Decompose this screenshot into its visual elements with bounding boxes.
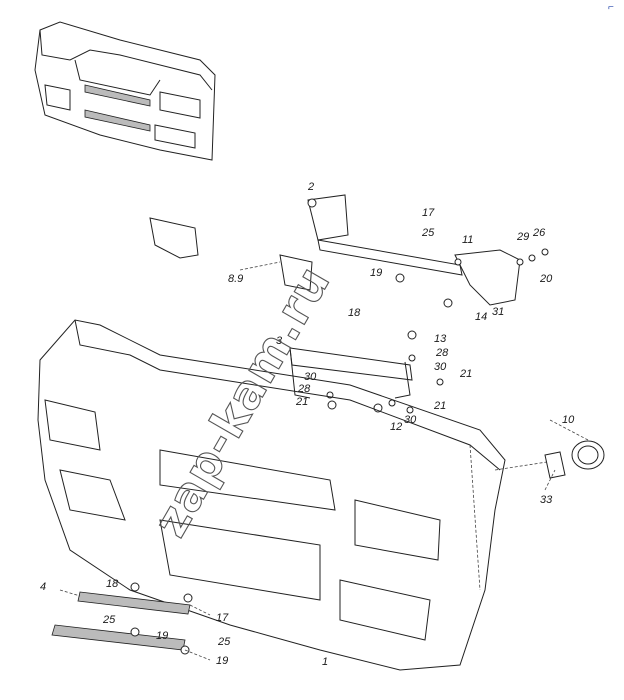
corner-mark: ⌐ — [608, 2, 614, 13]
callout-2: 25 — [421, 227, 435, 239]
callout-13: 13 — [434, 333, 447, 345]
callout-24: 33 — [540, 494, 553, 506]
callout-5: 26 — [532, 227, 546, 239]
callout-12: 3 — [276, 335, 283, 347]
callout-9: 14 — [475, 311, 487, 323]
callout-16: 21 — [459, 368, 472, 380]
callout-23: 10 — [562, 414, 575, 426]
callout-27: 25 — [102, 614, 116, 626]
callout-21: 30 — [404, 414, 417, 426]
callout-28: 17 — [216, 612, 229, 624]
callout-19: 21 — [295, 396, 308, 408]
upper-crossbar — [307, 194, 549, 308]
callout-18: 28 — [297, 383, 311, 395]
callout-20: 12 — [390, 421, 402, 433]
side-cover-parts — [149, 217, 313, 291]
leader-lines — [59, 261, 589, 597]
callout-26: 18 — [106, 578, 119, 590]
callout-31: 19 — [216, 655, 228, 667]
callout-11: 18 — [348, 307, 361, 319]
middle-crossbar — [289, 330, 444, 414]
callout-4: 29 — [516, 231, 529, 243]
callout-1: 17 — [422, 207, 435, 219]
callout-29: 19 — [156, 630, 168, 642]
callout-15: 30 — [434, 361, 447, 373]
callout-8: 20 — [539, 273, 553, 285]
grille-strips — [51, 582, 211, 661]
callout-22: 21 — [433, 400, 446, 412]
callout-25: 4 — [40, 581, 46, 593]
callout-17: 30 — [304, 371, 317, 383]
callout-0: 2 — [307, 181, 314, 193]
main-front-panel — [37, 319, 605, 671]
callout-7: 19 — [370, 267, 382, 279]
callout-10: 31 — [492, 306, 504, 318]
assembled-panel-overview — [34, 21, 216, 161]
callout-32: 1 — [322, 656, 328, 668]
callout-14: 28 — [435, 347, 449, 359]
callout-30: 25 — [217, 636, 231, 648]
callout-6: 8.9 — [228, 273, 243, 285]
callout-3: 11 — [462, 234, 473, 246]
watermark-text: zap-kam.ru — [143, 257, 341, 546]
